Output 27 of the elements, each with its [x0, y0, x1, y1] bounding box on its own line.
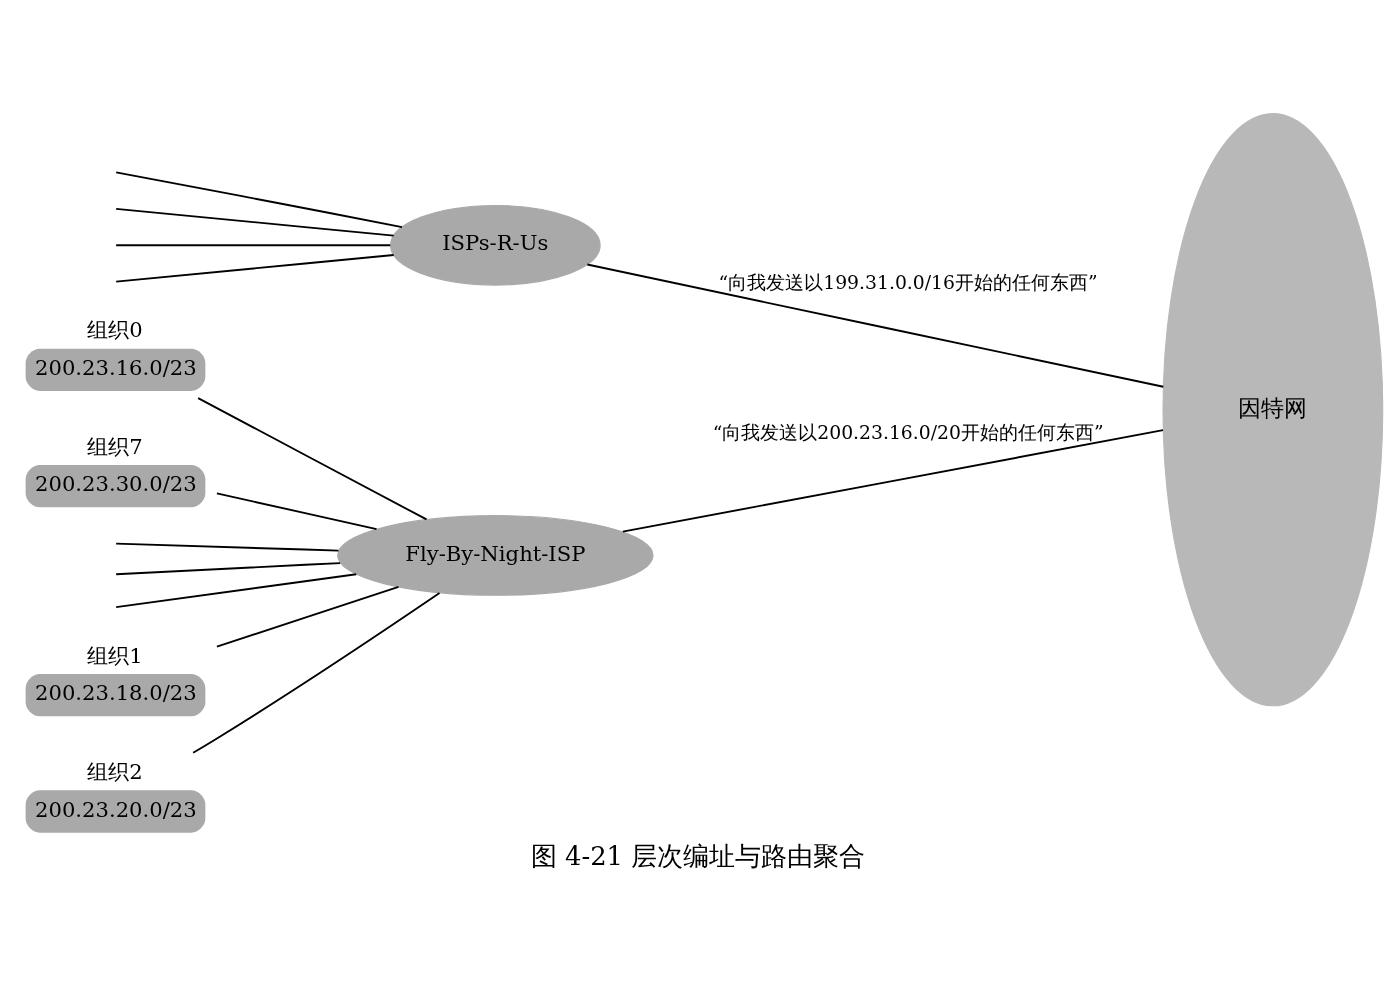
- node-label: 组织7: [87, 433, 143, 459]
- connector: [197, 396, 428, 520]
- node-ellipse: ISPs-R-Us: [390, 204, 601, 286]
- connector: [115, 542, 340, 551]
- connector: [115, 253, 395, 283]
- connector: [215, 585, 400, 648]
- connector: [115, 243, 392, 246]
- node-label: 组织1: [87, 642, 143, 668]
- connector: [586, 263, 1165, 388]
- connector: [621, 428, 1164, 533]
- connector: [115, 171, 403, 228]
- connector: [115, 561, 342, 575]
- node-box: 200.23.30.0/23: [25, 464, 206, 507]
- node-ellipse: 因特网: [1162, 112, 1384, 706]
- caption: 图 4-21 层次编址与路由聚合: [530, 840, 866, 871]
- connector: [115, 207, 395, 237]
- edge-label: “向我发送以199.31.0.0/16开始的任何东西”: [718, 271, 1098, 293]
- node-ellipse: Fly-By-Night-ISP: [337, 514, 654, 596]
- node-label: 组织2: [87, 758, 143, 784]
- node-label: 组织0: [87, 316, 143, 342]
- connector: [115, 572, 358, 608]
- node-box: 200.23.20.0/23: [25, 789, 206, 833]
- connector: [192, 591, 441, 754]
- connector: [215, 491, 378, 530]
- node-box: 200.23.16.0/23: [25, 348, 206, 391]
- edge-label: “向我发送以200.23.16.0/20开始的任何东西”: [712, 421, 1104, 443]
- node-box: 200.23.18.0/23: [25, 673, 206, 716]
